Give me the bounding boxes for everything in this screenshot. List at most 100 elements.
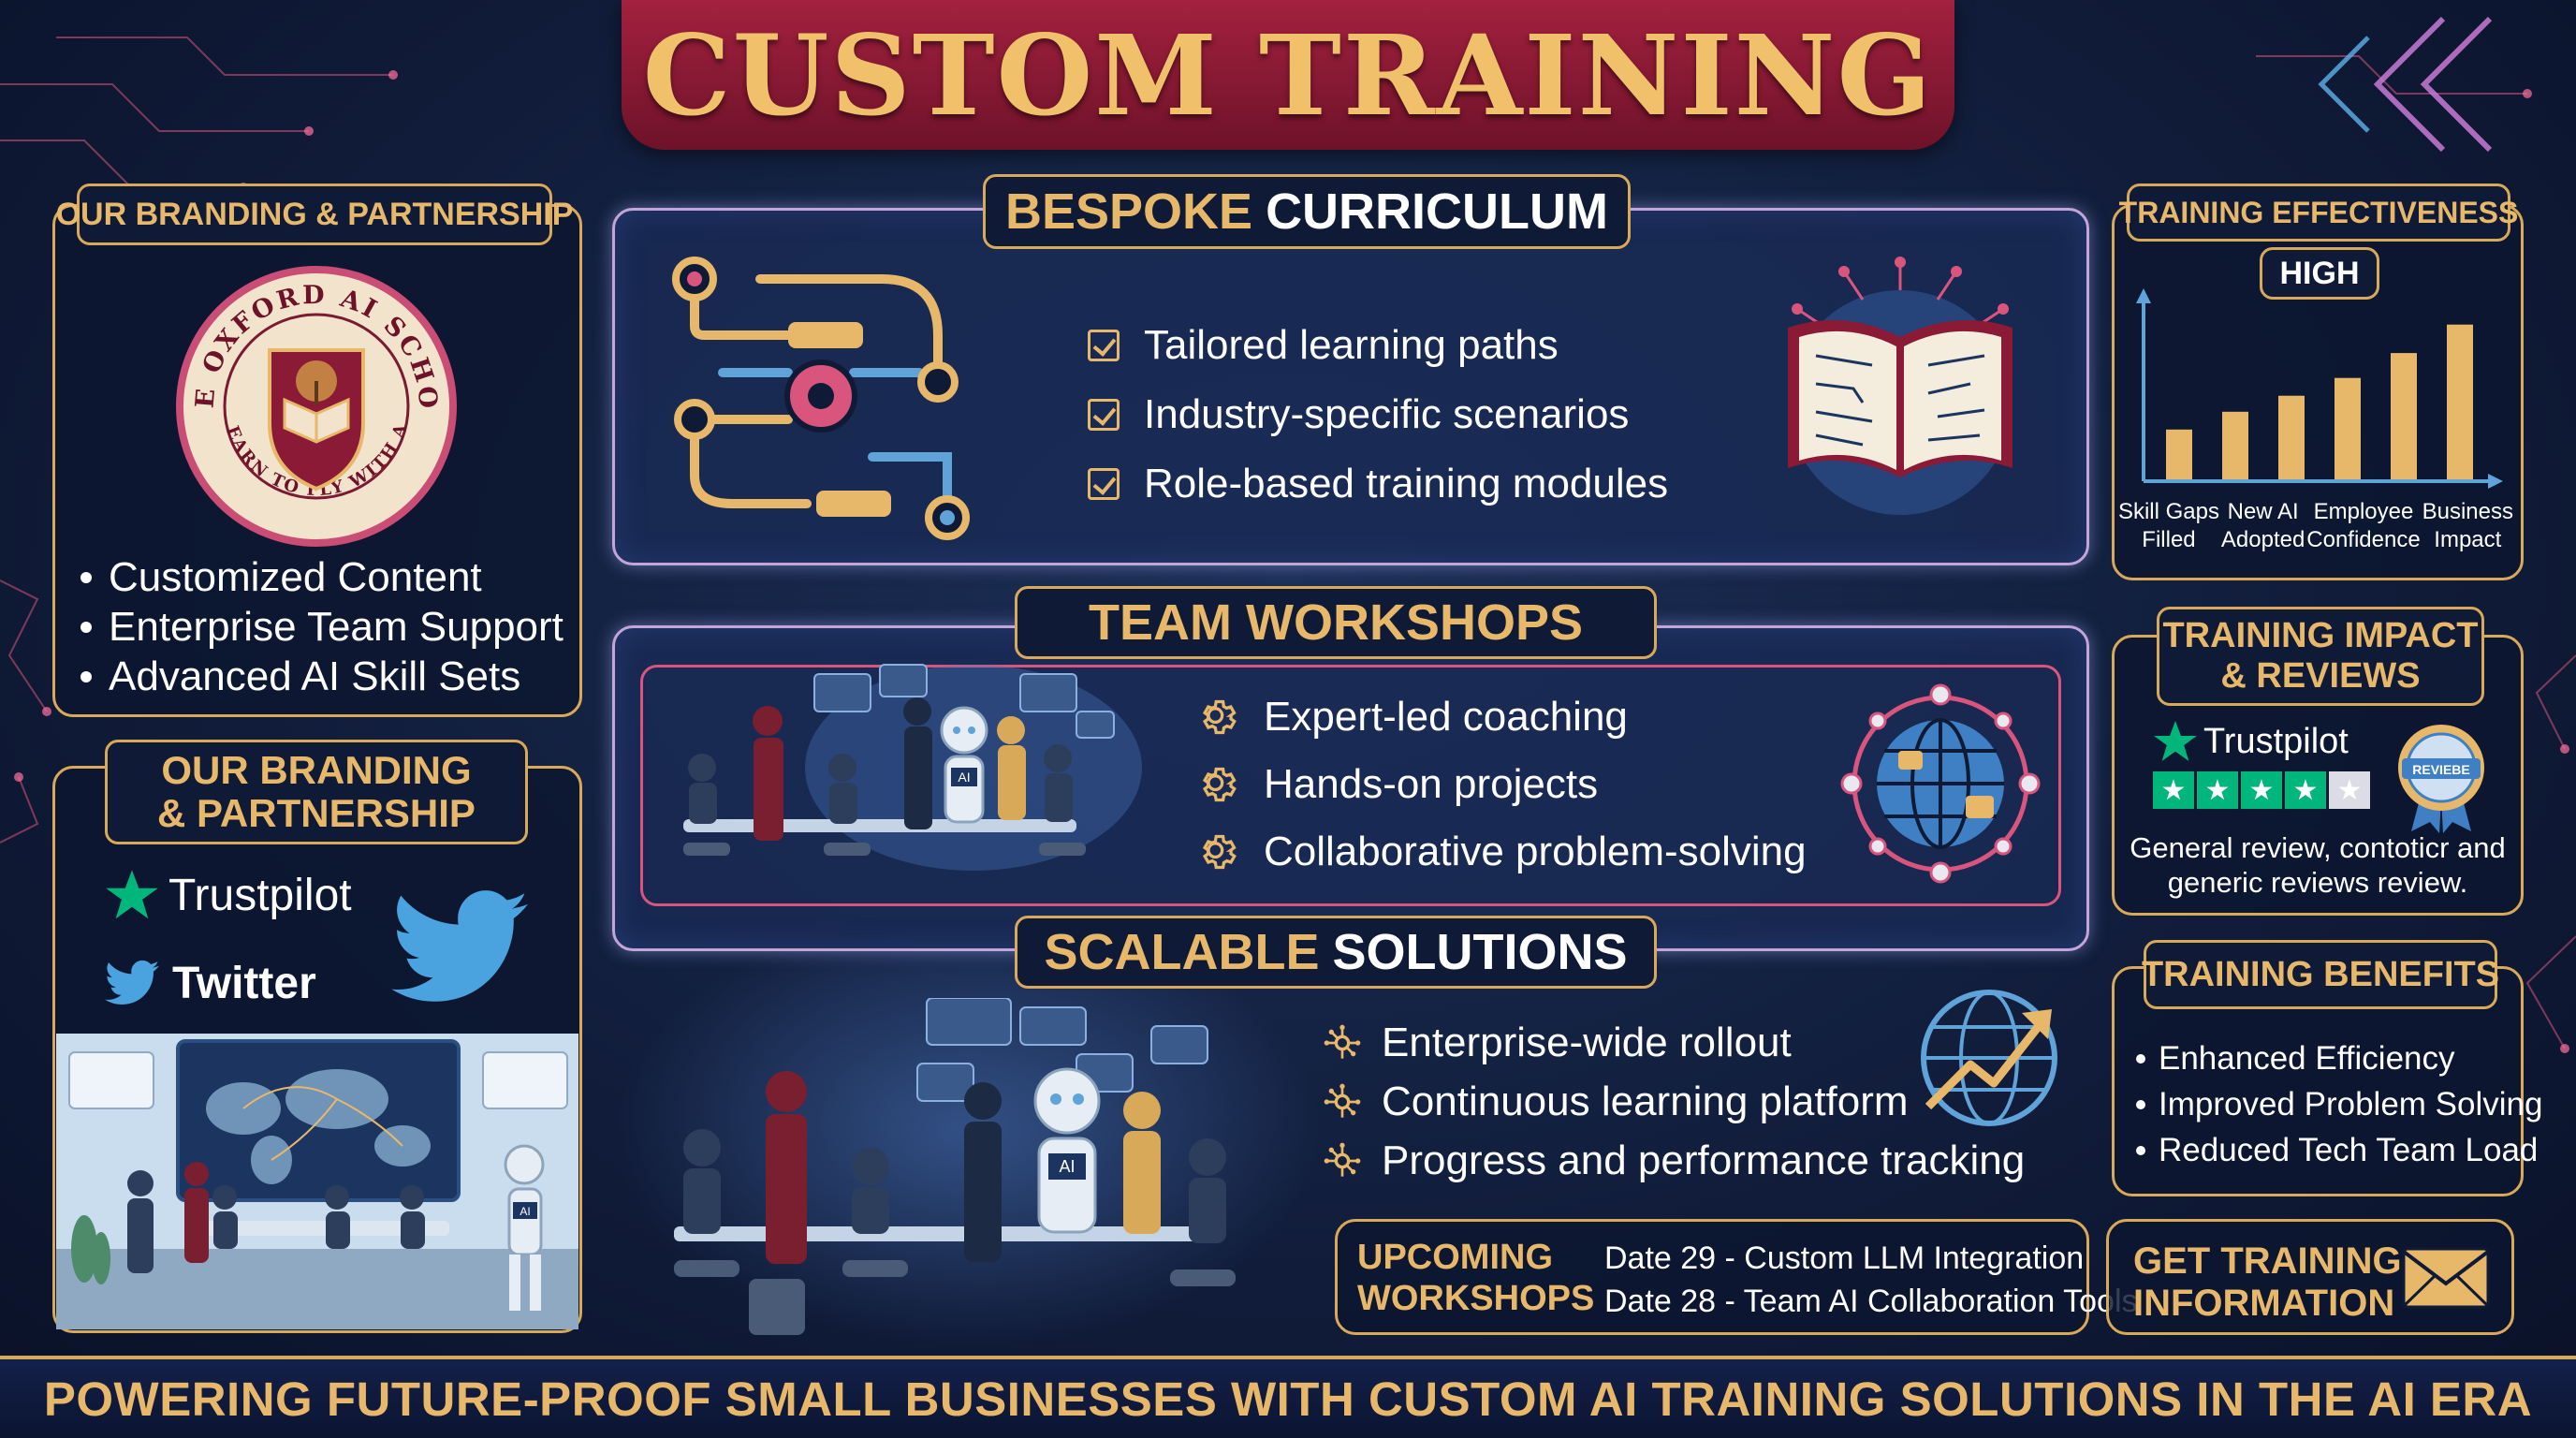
scalable-solutions-tab: SCALABLE SOLUTIONS [1015, 916, 1657, 989]
review-badge-text: REVIEBE [2412, 762, 2469, 777]
rating-star-icon: ★ [2241, 771, 2282, 809]
twitter-link[interactable]: Twitter [105, 955, 316, 1011]
review-text-line2: generic reviews review. [2167, 865, 2468, 899]
branding-partnership-title: OUR BRANDING & PARTNERSHIP [55, 196, 574, 232]
list-item: Advanced AI Skill Sets [80, 652, 577, 701]
gear-icon [1202, 699, 1237, 735]
scalable-features-list: Enterprise-wide rollout Continuous learn… [1324, 1013, 2025, 1190]
event-item[interactable]: Date 28 - Team AI Collaboration Tools [1604, 1283, 2138, 1319]
page-title: CUSTOM TRAINING [642, 9, 1934, 140]
list-item: Enterprise Team Support [80, 602, 577, 652]
list-item: Collaborative problem-solving [1198, 818, 1807, 886]
trustpilot-star-icon [2154, 721, 2197, 761]
upcoming-workshops-panel [1335, 1219, 2089, 1335]
robot-ai-badge: AI [520, 1205, 530, 1218]
twitter-label: Twitter [172, 958, 316, 1008]
list-item: Improved Problem Solving [2136, 1081, 2542, 1127]
upcoming-workshops-label: UPCOMING WORKSHOPS [1357, 1238, 1594, 1319]
list-item: Enhanced Efficiency [2136, 1035, 2542, 1081]
checkbox-icon [1088, 399, 1120, 431]
list-item: Enterprise-wide rollout [1324, 1013, 2025, 1072]
network-node-icon [1324, 1142, 1361, 1177]
gear-icon [1202, 834, 1237, 870]
bespoke-curriculum-tab: BESPOKE CURRICULUM [983, 174, 1631, 249]
oxford-ai-school-logo: THE OXFORD AI SCHOOL LEARN TO FLY WITH A… [174, 264, 457, 547]
circuit-book-icon [1788, 257, 2012, 515]
effectiveness-level-badge: HIGH [2260, 247, 2379, 300]
network-node-icon [1324, 1083, 1361, 1118]
effectiveness-bar [2222, 411, 2248, 479]
scalable-title-part2: SOLUTIONS [1332, 924, 1628, 980]
training-effectiveness-tab: TRAINING EFFECTIVENESS [2119, 183, 2518, 242]
bespoke-title-part1: BESPOKE [1004, 183, 1253, 240]
training-impact-tab: TRAINING IMPACT & REVIEWS [2157, 607, 2484, 706]
trustpilot-label: Trustpilot [168, 870, 352, 920]
effectiveness-bar [2278, 395, 2305, 479]
rating-star-icon: ★ [2153, 771, 2194, 809]
scalable-team-illustration: AI [674, 998, 1236, 1335]
trustpilot-rating[interactable]: Trustpilot ★★★★★ [2153, 719, 2373, 809]
learning-path-flow-icon [672, 257, 970, 540]
trustpilot-link[interactable]: Trustpilot [105, 867, 352, 923]
training-impact-title-line1: TRAINING IMPACT [2162, 616, 2479, 656]
upcoming-label-line2: WORKSHOPS [1357, 1278, 1595, 1318]
benefits-list: Enhanced Efficiency Improved Problem Sol… [2136, 1035, 2542, 1173]
checkbox-icon [1088, 468, 1120, 500]
network-node-icon [1324, 1024, 1361, 1059]
rating-star-icon: ★ [2197, 771, 2238, 809]
branding-features-list: Customized Content Enterprise Team Suppo… [80, 552, 577, 701]
trustpilot-label: Trustpilot [2203, 721, 2349, 761]
globe-growth-icon [1921, 990, 2057, 1126]
training-effectiveness-title: TRAINING EFFECTIVENESS [2118, 195, 2519, 229]
header-banner: CUSTOM TRAINING [622, 0, 1954, 150]
list-item: Industry-specific scenarios [1088, 380, 1668, 449]
review-summary: General review, contoticr and generic re… [2117, 831, 2518, 900]
list-item: Reduced Tech Team Load [2136, 1127, 2542, 1173]
rating-star-icon: ★ [2285, 771, 2326, 809]
twitter-large-icon [391, 890, 528, 1002]
bespoke-features-list: Tailored learning paths Industry-specifi… [1088, 311, 1668, 519]
cta-label: GET TRAINING INFORMATION [2133, 1240, 2402, 1325]
envelope-icon [2402, 1247, 2490, 1309]
effectiveness-bar [2166, 429, 2192, 479]
effectiveness-bar [2391, 353, 2417, 479]
branding-social-tab: OUR BRANDING & PARTNERSHIP [105, 740, 528, 844]
gear-icon [1202, 767, 1237, 802]
branding-social-title-line1: OUR BRANDING [161, 747, 472, 792]
get-training-info-button[interactable]: GET TRAINING INFORMATION [2106, 1219, 2514, 1335]
list-item: Expert-led coaching [1198, 683, 1807, 751]
list-item: Progress and performance tracking [1324, 1131, 2025, 1190]
effectiveness-bar [2334, 377, 2361, 479]
event-item[interactable]: Date 29 - Custom LLM Integration [1604, 1240, 2085, 1276]
training-benefits-tab: TRAINING BENEFITS [2141, 940, 2500, 1009]
effectiveness-level-text: HIGH [2279, 255, 2360, 291]
team-workshops-title: TEAM WORKSHOPS [1088, 594, 1583, 651]
list-item: Customized Content [80, 552, 577, 602]
rating-star-icon: ★ [2329, 771, 2370, 809]
footer-banner: POWERING FUTURE-PROOF SMALL BUSINESSES W… [0, 1356, 2576, 1438]
workshops-features-list: Expert-led coaching Hands-on projects Co… [1198, 683, 1807, 886]
checkbox-icon [1088, 330, 1120, 361]
review-text-line1: General review, contoticr and [2130, 831, 2506, 864]
robot-ai-badge: AI [1059, 1157, 1075, 1176]
list-item: Hands-on projects [1198, 751, 1807, 818]
upcoming-events-list: Date 29 - Custom LLM Integration Date 28… [1604, 1238, 2138, 1324]
footer-tagline: POWERING FUTURE-PROOF SMALL BUSINESSES W… [43, 1372, 2533, 1426]
upcoming-label-line1: UPCOMING [1357, 1238, 1553, 1277]
globe-network-icon [1840, 683, 2041, 884]
trustpilot-stars: ★★★★★ [2153, 771, 2373, 809]
list-item: Tailored learning paths [1088, 311, 1668, 380]
scalable-title-part1: SCALABLE [1044, 924, 1320, 980]
list-item: Role-based training modules [1088, 449, 1668, 519]
training-impact-title-line2: & REVIEWS [2220, 656, 2421, 696]
trustpilot-star-icon [106, 870, 158, 919]
workshop-team-illustration: AI [683, 664, 1142, 871]
training-benefits-title: TRAINING BENEFITS [2141, 954, 2500, 994]
bespoke-title-part2: CURRICULUM [1266, 183, 1609, 240]
review-award-badge-icon: REVIEBE [2398, 725, 2484, 833]
